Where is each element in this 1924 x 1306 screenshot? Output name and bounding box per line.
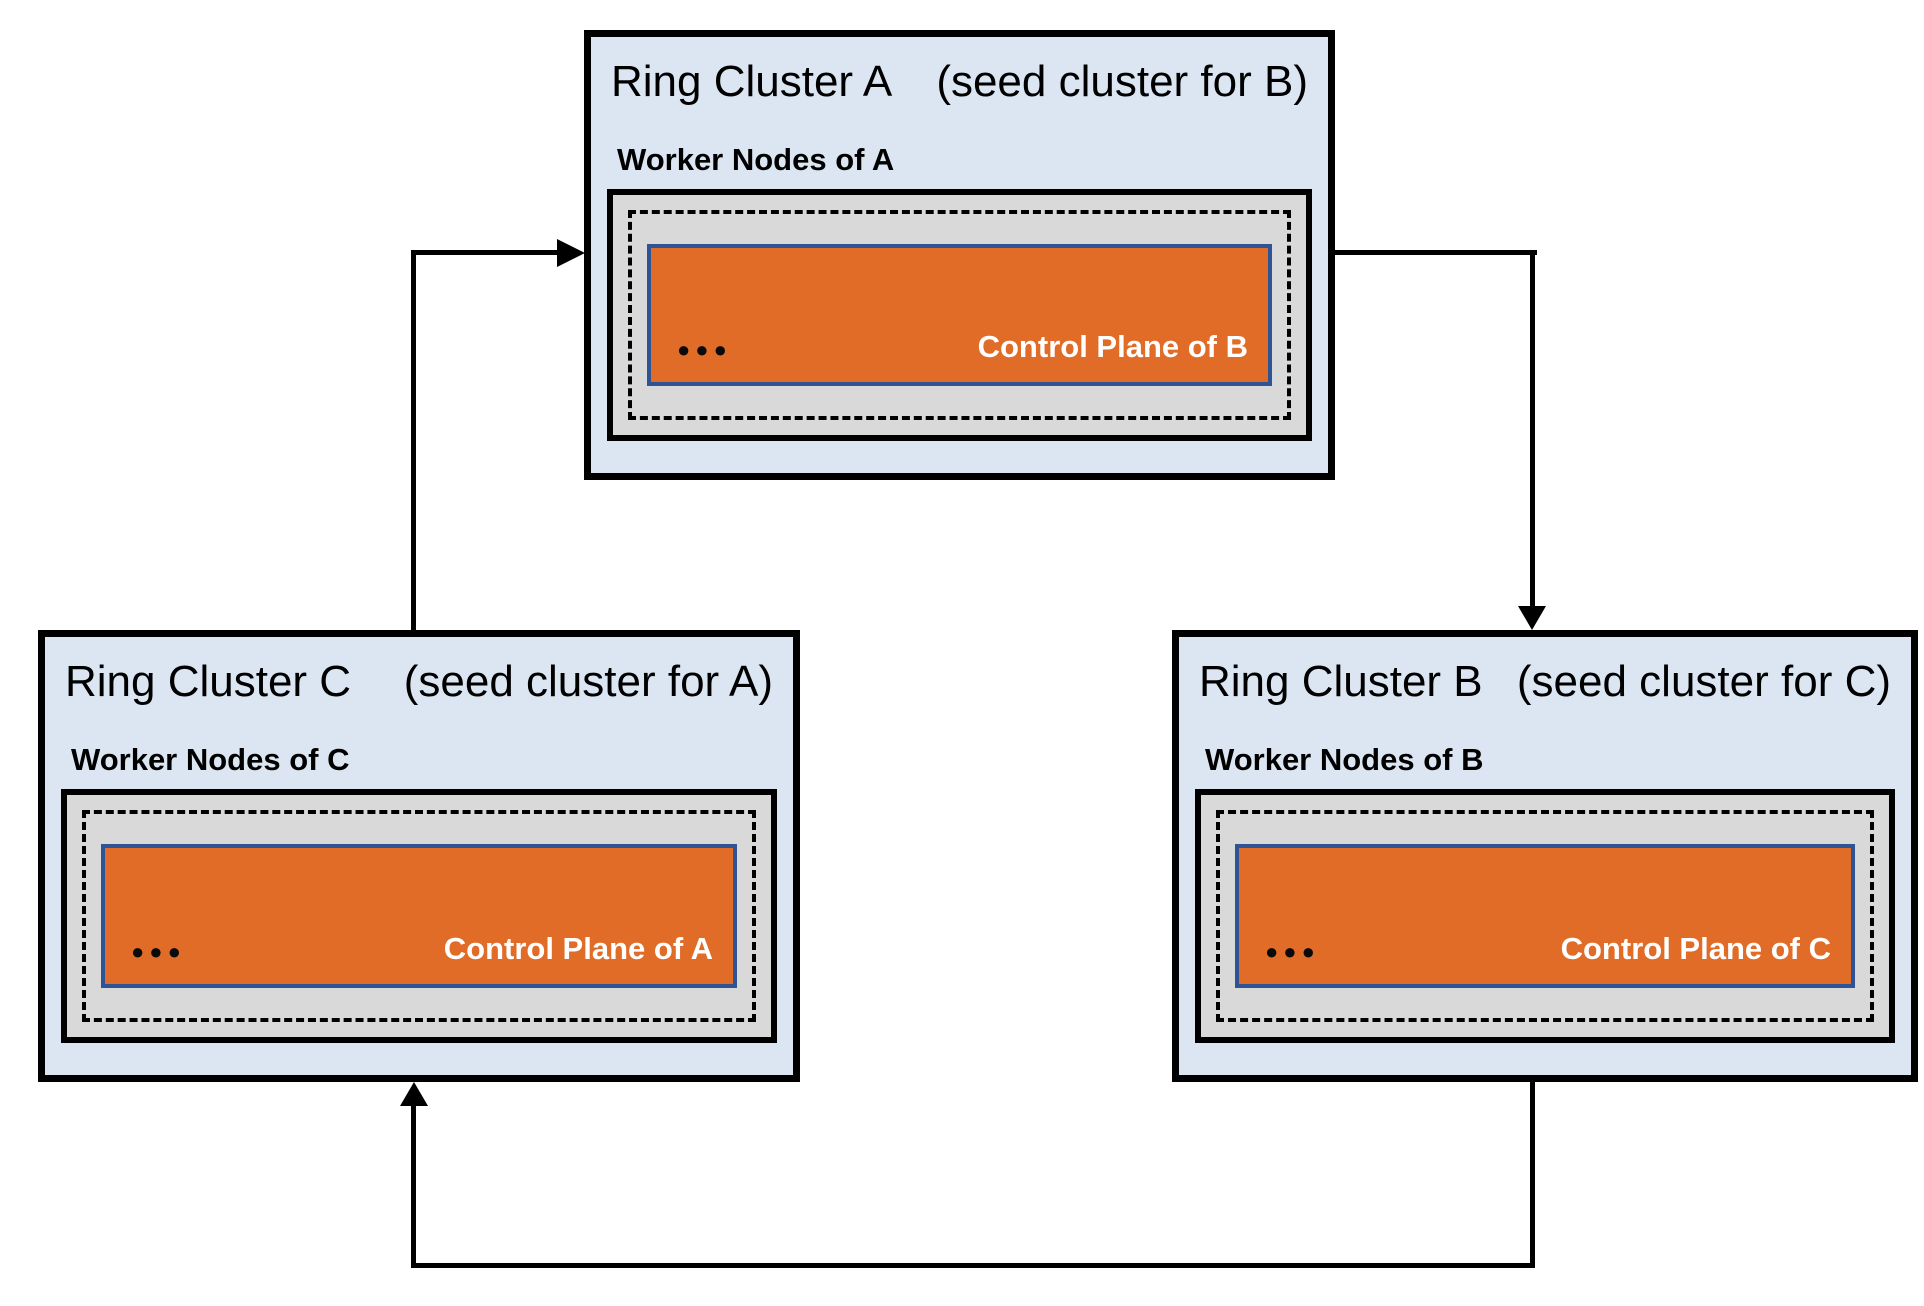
arrow-b-to-c-vertical-line-left xyxy=(411,1104,416,1268)
arrow-c-to-a-horizontal-line xyxy=(411,250,559,255)
cluster-c-title-row: Ring Cluster C (seed cluster for A) xyxy=(65,657,773,708)
cluster-a-worker-nodes-box: ●●● Control Plane of B xyxy=(607,189,1312,441)
cluster-c-control-plane-label: Control Plane of A xyxy=(443,931,713,967)
ellipsis-dots: ●●● xyxy=(677,337,732,362)
cluster-c-control-plane-box: ●●● Control Plane of A xyxy=(101,844,737,988)
cluster-b-title-row: Ring Cluster B (seed cluster for C) xyxy=(1199,657,1891,708)
arrow-b-to-c-horizontal-line xyxy=(411,1263,1535,1268)
cluster-box-a: Ring Cluster A (seed cluster for B) Work… xyxy=(584,30,1335,480)
ellipsis-dots: ●●● xyxy=(131,939,186,964)
cluster-a-title-row: Ring Cluster A (seed cluster for B) xyxy=(611,57,1308,108)
cluster-a-dashed-boundary: ●●● Control Plane of B xyxy=(628,210,1291,420)
arrow-a-to-b-arrowhead-icon xyxy=(1518,606,1546,630)
cluster-a-control-plane-label: Control Plane of B xyxy=(977,329,1248,365)
cluster-b-title: Ring Cluster B xyxy=(1199,657,1483,706)
cluster-b-worker-nodes-box: ●●● Control Plane of C xyxy=(1195,789,1895,1043)
arrow-b-to-c-vertical-line-right xyxy=(1530,1082,1535,1268)
cluster-b-control-plane-label: Control Plane of C xyxy=(1560,931,1831,967)
cluster-a-worker-label: Worker Nodes of A xyxy=(617,142,895,177)
cluster-a-control-plane-box: ●●● Control Plane of B xyxy=(647,244,1272,386)
cluster-a-title: Ring Cluster A xyxy=(611,57,893,106)
arrow-b-to-c-arrowhead-icon xyxy=(400,1082,428,1106)
arrow-c-to-a-arrowhead-icon xyxy=(557,239,585,267)
cluster-box-b: Ring Cluster B (seed cluster for C) Work… xyxy=(1172,630,1918,1082)
cluster-c-title: Ring Cluster C xyxy=(65,657,352,706)
cluster-a-subtitle: (seed cluster for B) xyxy=(936,57,1308,106)
arrow-c-to-a-vertical-line xyxy=(411,250,416,635)
arrow-a-to-b-vertical-line xyxy=(1530,250,1535,608)
arrow-a-to-b-horizontal-line xyxy=(1331,250,1537,255)
cluster-b-worker-label: Worker Nodes of B xyxy=(1205,742,1484,777)
cluster-b-subtitle: (seed cluster for C) xyxy=(1516,657,1891,706)
ellipsis-dots: ●●● xyxy=(1265,939,1320,964)
cluster-c-worker-nodes-box: ●●● Control Plane of A xyxy=(61,789,777,1043)
cluster-b-dashed-boundary: ●●● Control Plane of C xyxy=(1216,810,1874,1022)
cluster-c-dashed-boundary: ●●● Control Plane of A xyxy=(82,810,756,1022)
cluster-c-worker-label: Worker Nodes of C xyxy=(71,742,350,777)
cluster-b-control-plane-box: ●●● Control Plane of C xyxy=(1235,844,1855,988)
cluster-box-c: Ring Cluster C (seed cluster for A) Work… xyxy=(38,630,800,1082)
cluster-c-subtitle: (seed cluster for A) xyxy=(403,657,773,706)
